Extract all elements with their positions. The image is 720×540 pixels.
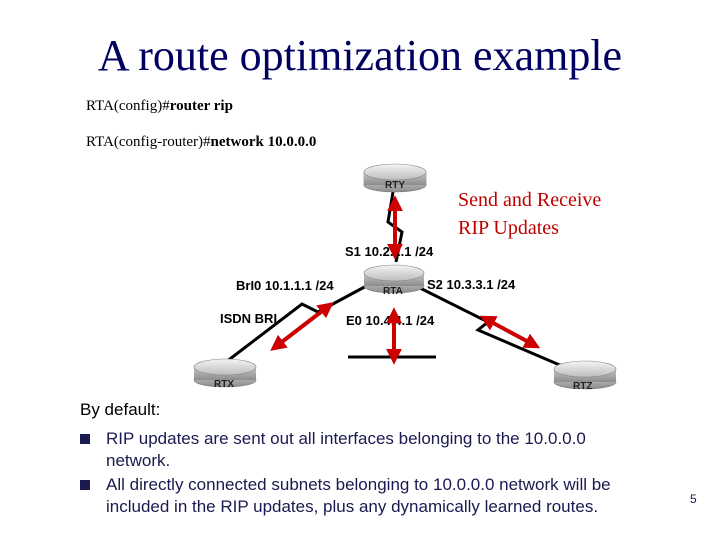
callout-line: RIP Updates	[458, 217, 559, 239]
router-rtx-label: RTX	[214, 379, 234, 390]
bullet-line: All directly connected subnets belonging…	[106, 475, 611, 494]
command-text: router rip	[169, 98, 233, 114]
slide-title: A route optimization example	[97, 31, 623, 80]
router-rty: RTY	[363, 163, 427, 193]
command-prompt: RTA(config-router)#	[86, 134, 211, 150]
arrow-to-rtz	[479, 315, 541, 349]
bullet-line: network.	[106, 451, 171, 470]
notes-heading: By default:	[80, 400, 161, 419]
bullet-line: included in the RIP updates, plus any dy…	[106, 497, 599, 516]
router-rty-label: RTY	[385, 180, 405, 191]
callout-line: Send and Receive	[458, 189, 602, 211]
command-prompt: RTA(config)#	[86, 98, 170, 114]
router-rtz-label: RTZ	[573, 381, 592, 392]
bullet-square-icon	[80, 434, 90, 444]
interface-s1-label: S1 10.2.2.1 /24	[345, 244, 434, 259]
router-rtz: RTZ	[553, 360, 617, 392]
command-router-rip: RTA(config)#router rip	[86, 98, 233, 115]
rip-update-arrows	[270, 195, 541, 365]
bullet-text: All directly connected subnets belonging…	[106, 474, 706, 518]
arrow-to-rtx	[270, 302, 334, 351]
bullet-text: RIP updates are sent out all interfaces …	[106, 428, 706, 472]
router-rta: RTA	[363, 264, 425, 297]
rip-updates-callout: Send and Receive RIP Updates	[458, 186, 601, 242]
interface-bri0-label: BrI0 10.1.1.1 /24	[236, 278, 334, 293]
router-rta-label: RTA	[383, 286, 403, 297]
router-rtx: RTX	[193, 358, 257, 390]
command-network: RTA(config-router)#network 10.0.0.0	[86, 134, 316, 151]
bullet-line: RIP updates are sent out all interfaces …	[106, 429, 586, 448]
page-number: 5	[690, 492, 697, 506]
interface-s2-label: S2 10.3.3.1 /24	[427, 277, 516, 292]
interface-e0-label: E0 10.4.4.1 /24	[346, 313, 435, 328]
command-text: network 10.0.0.0	[210, 134, 317, 150]
bullet-square-icon	[80, 480, 90, 490]
isdn-bri-label: ISDN BRI	[220, 311, 277, 326]
link-rta-rtz	[411, 282, 563, 368]
